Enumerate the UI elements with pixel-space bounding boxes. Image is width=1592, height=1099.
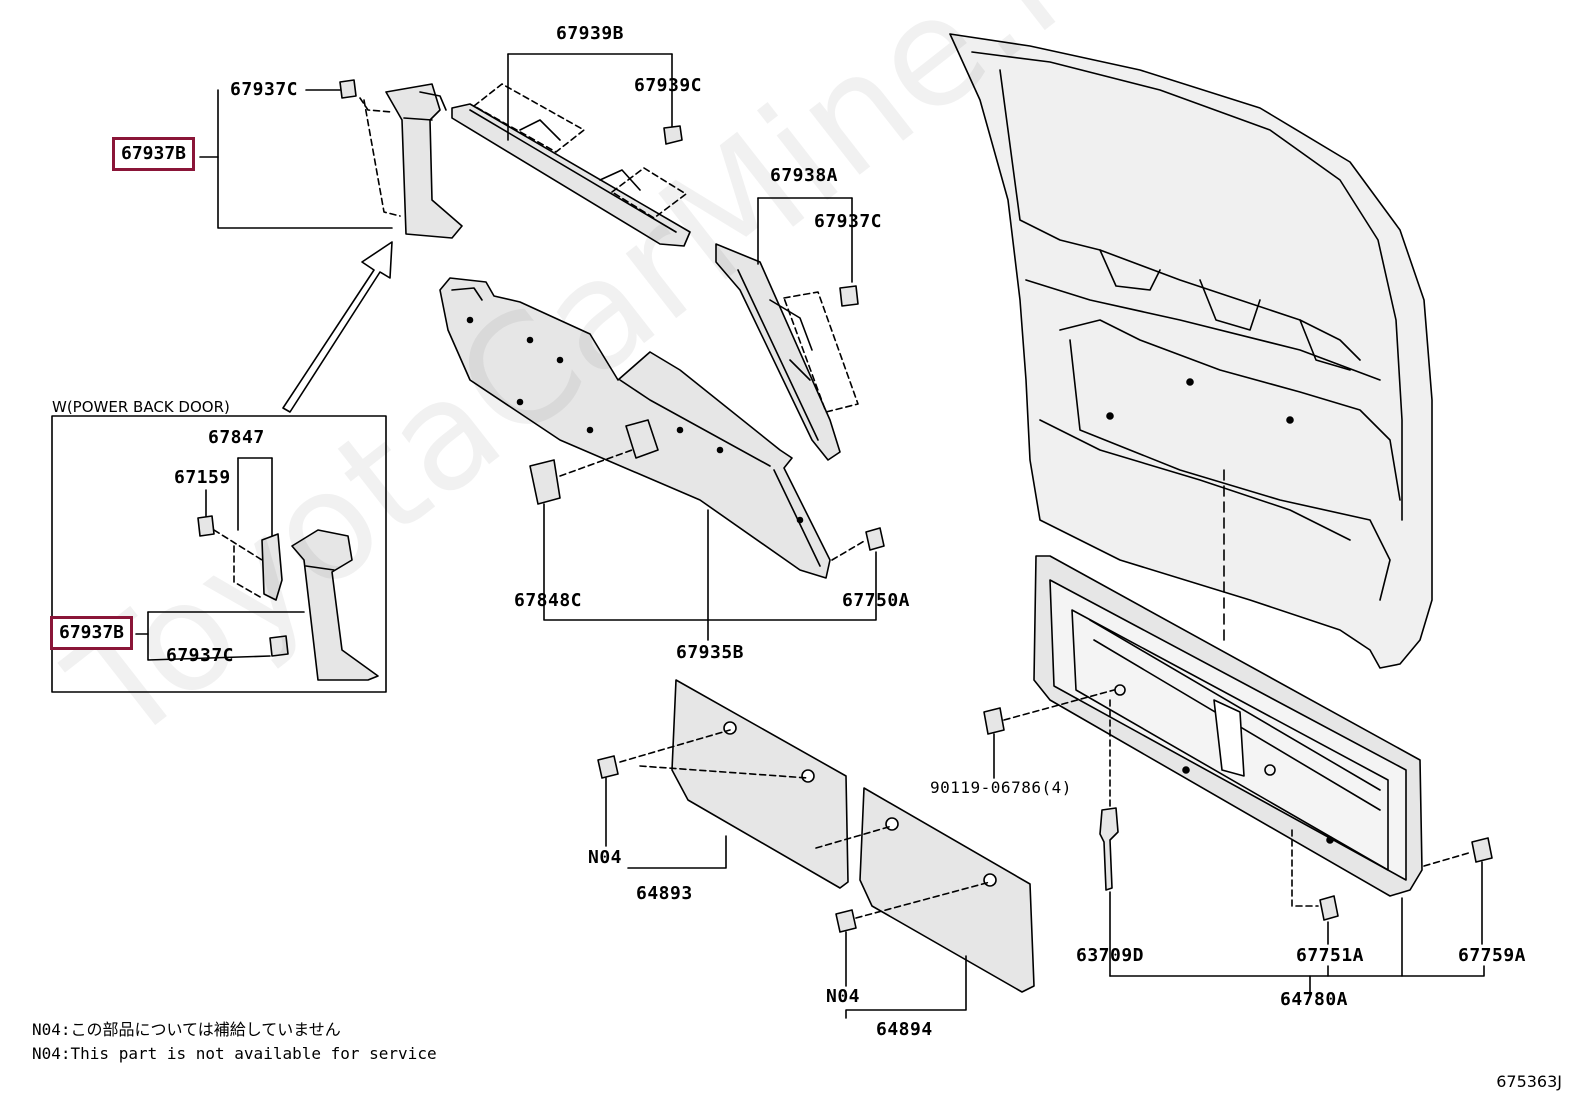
inset-frame <box>51 415 387 693</box>
cap-67848C <box>529 459 561 505</box>
label-67750A: 67750A <box>842 590 911 611</box>
bracket-67847 <box>261 533 283 601</box>
label-67937C-mid: 67937C <box>814 211 883 232</box>
label-N04-b: N04 <box>826 986 861 1007</box>
label-63709D: 63709D <box>1076 945 1145 966</box>
label-67159: 67159 <box>174 467 231 488</box>
clip-67939C <box>663 125 683 145</box>
pillar-trim-inset <box>291 529 379 681</box>
label-67938A: 67938A <box>770 165 839 186</box>
label-67759A: 67759A <box>1458 945 1527 966</box>
label-67937C-top: 67937C <box>230 79 299 100</box>
label-64893: 64893 <box>636 883 693 904</box>
cover-64894 <box>859 787 1035 993</box>
clip-67751A <box>1319 895 1339 921</box>
note-jp: N04:この部品については補給していません <box>32 1020 341 1039</box>
clip-67937C-inset <box>269 635 289 657</box>
strap-63709D <box>1099 807 1119 891</box>
label-67751A: 67751A <box>1296 945 1365 966</box>
cover-64893 <box>671 679 849 889</box>
label-N04-a: N04 <box>588 847 623 868</box>
inset-title: W(POWER BACK DOOR) <box>52 398 230 416</box>
clip-N04-a <box>597 755 619 779</box>
label-64780A: 64780A <box>1280 989 1349 1010</box>
trim-board-67935B <box>439 277 831 579</box>
label-90119-06786: 90119-06786(4) <box>930 778 1072 797</box>
clip-67159 <box>197 515 215 537</box>
note-en: N04:This part is not available for servi… <box>32 1044 437 1063</box>
back-door-panel <box>949 33 1433 669</box>
upper-garnish-67939B <box>451 103 691 247</box>
label-64894: 64894 <box>876 1019 933 1040</box>
label-67937B-inset-highlighted[interactable]: 67937B <box>50 616 134 650</box>
callout-arrow <box>282 241 393 413</box>
bolt-90119 <box>983 707 1005 735</box>
side-trim-67938A <box>715 243 841 461</box>
clip-67759A <box>1471 837 1493 863</box>
door-trim-64780A <box>1033 555 1423 897</box>
figure-code: 675363J <box>1496 1072 1562 1091</box>
label-67937B-highlighted[interactable]: 67937B <box>112 137 196 171</box>
label-67939C: 67939C <box>634 75 703 96</box>
clip-67937C-mid <box>839 285 859 307</box>
pillar-trim-upper-left <box>385 83 463 239</box>
label-67847: 67847 <box>208 427 265 448</box>
label-67935B: 67935B <box>676 642 745 663</box>
label-67848C: 67848C <box>514 590 583 611</box>
label-67937C-inset: 67937C <box>166 645 235 666</box>
clip-67937C-top <box>339 79 357 99</box>
label-67939B: 67939B <box>556 23 625 44</box>
clip-N04-b <box>835 909 857 933</box>
clip-67750A <box>865 527 885 551</box>
